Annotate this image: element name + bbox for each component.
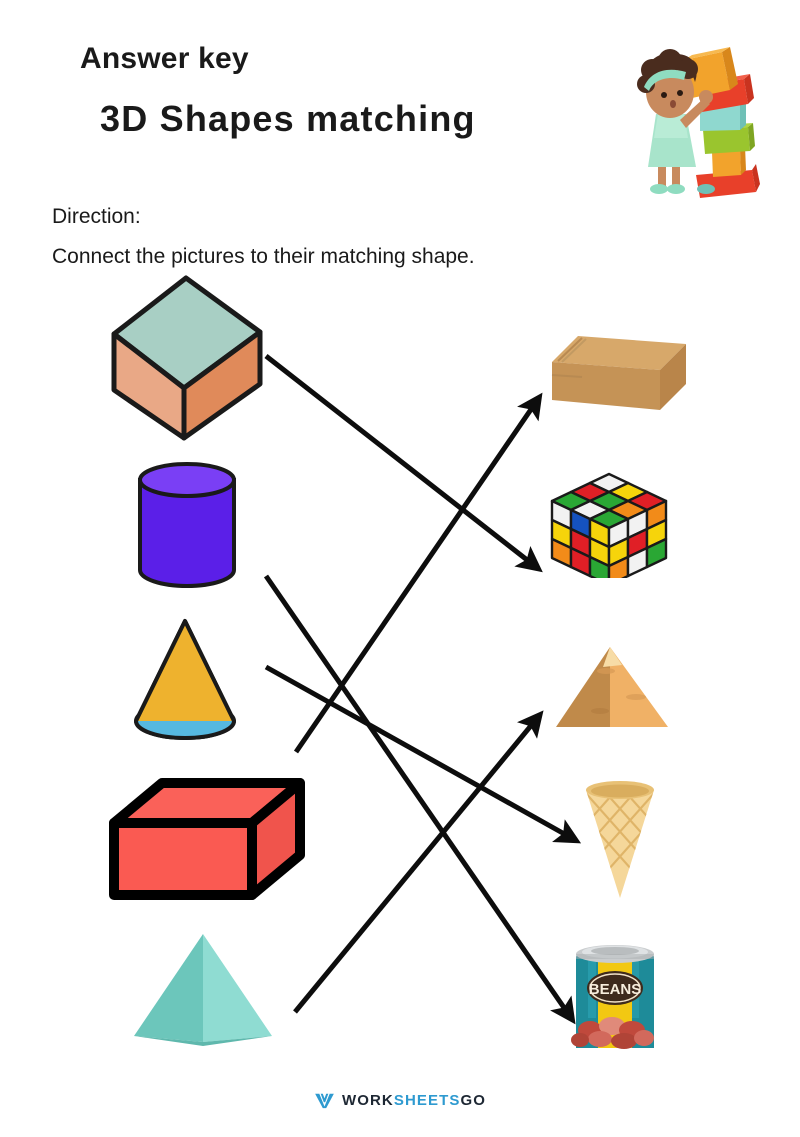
direction-text: Connect the pictures to their matching s… xyxy=(52,245,475,268)
cylinder-svg xyxy=(138,462,236,588)
egyptian-pyramid-picture[interactable] xyxy=(548,645,676,735)
egyptian-pyramid-svg xyxy=(556,647,668,727)
cylinder-shape[interactable] xyxy=(132,460,242,590)
ice-cream-cone-svg xyxy=(586,781,654,898)
girl-stacking-blocks-illustration xyxy=(600,42,775,207)
ice-cream-cone-picture[interactable] xyxy=(578,778,662,902)
page-title: 3D Shapes matching xyxy=(100,98,476,139)
brand-part-work: WORK xyxy=(341,1092,394,1109)
beans-pile xyxy=(571,1017,654,1049)
brand-part-sheets: SHEETS xyxy=(393,1092,461,1109)
beans-label-text: BEANS xyxy=(589,981,642,998)
rubiks-cube-svg xyxy=(550,472,668,587)
cube-shape[interactable] xyxy=(108,272,268,444)
brand-wordmark: WORKSHEETSGO xyxy=(342,1092,486,1109)
beans-can-picture[interactable]: BEANS xyxy=(568,938,662,1056)
worksheetsgo-logo-icon xyxy=(315,1093,334,1109)
answer-key-title: Answer key xyxy=(80,42,249,75)
brand-part-go: GO xyxy=(460,1092,487,1109)
rubiks-cube-picture[interactable] xyxy=(548,470,670,587)
pyramid-shape[interactable] xyxy=(118,930,288,1052)
block-teal xyxy=(700,100,746,131)
cone-shape[interactable] xyxy=(128,615,242,745)
pyramid-svg xyxy=(134,934,272,1046)
beans-can-svg: BEANS xyxy=(571,945,654,1049)
cardboard-box-picture[interactable] xyxy=(548,330,698,420)
direction-label: Direction: xyxy=(52,205,141,228)
cone-svg xyxy=(134,619,236,740)
girl-illustration-svg xyxy=(637,47,760,198)
girl-figure xyxy=(637,49,715,194)
cardboard-box-svg xyxy=(551,336,686,410)
footer-brand: WORKSHEETSGO xyxy=(0,1092,800,1109)
cube-svg xyxy=(111,275,263,441)
